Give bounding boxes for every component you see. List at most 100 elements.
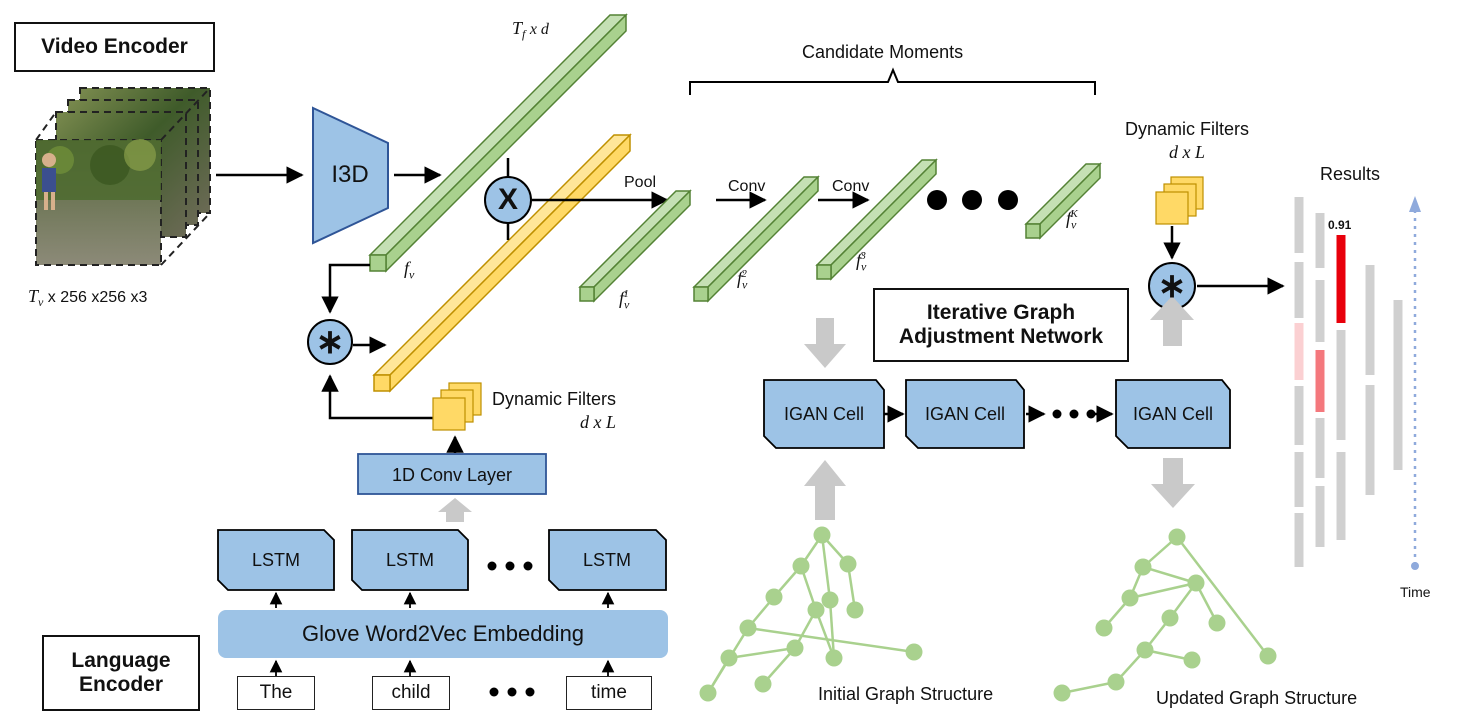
graph-node (1183, 651, 1201, 669)
graph-node (1259, 647, 1277, 665)
embedding-bar (218, 610, 668, 658)
conv-label-1: Conv (728, 178, 766, 195)
ellipsis-dot (1052, 409, 1062, 419)
fK-label: fvK (1066, 208, 1078, 232)
video-frames (35, 87, 211, 266)
conv1d-layer-box (357, 453, 547, 495)
graph-node (825, 649, 843, 667)
graph-node (1168, 528, 1186, 546)
result-bar (1294, 513, 1304, 567)
candidate-bar-2 (692, 175, 820, 303)
result-bar (1294, 452, 1304, 507)
i3d-block (312, 106, 389, 245)
ellipsis-dot (487, 561, 497, 571)
graph-node (786, 639, 804, 657)
candidate-moment-bars (578, 158, 1102, 303)
ellipsis-dot (507, 687, 517, 697)
ellipsis-dot (998, 190, 1018, 210)
word-token-3: time (566, 676, 652, 710)
graph-node (846, 601, 864, 619)
candidate-brace (689, 67, 1096, 95)
result-bar (1365, 265, 1375, 375)
result-bar (1315, 418, 1325, 478)
conv-op-label-left: ∗ (315, 323, 345, 361)
f3-label: fv3 (856, 250, 867, 274)
graph-node (1161, 609, 1179, 627)
conv-label-2: Conv (832, 178, 870, 195)
ellipsis-dot (525, 687, 535, 697)
graph-node (1136, 641, 1154, 659)
video-input-dims: Tv x 256 x256 x3 (28, 286, 148, 310)
lstm-cell-shapes (217, 529, 667, 591)
lstm-label-1: LSTM (251, 549, 300, 570)
candidate-moments-title: Candidate Moments (802, 42, 964, 62)
language-encoder-title: Language Encoder (42, 635, 200, 711)
lstm-label-2: LSTM (385, 549, 434, 570)
graph-node (792, 557, 810, 575)
dynamic-filters-stack-top (1155, 176, 1204, 225)
dynamic-filters-lang-label: Dynamic Filters d x L (492, 389, 617, 433)
igan-cell-shapes (763, 379, 1231, 449)
results-title: Results (1320, 164, 1381, 184)
graph-node (813, 526, 831, 544)
graph-edge (728, 646, 796, 660)
igan-cell-label-3: IGAN Cell (1132, 403, 1213, 424)
video-encoder-title: Video Encoder (14, 22, 215, 72)
conv-op-label-right: ∗ (1157, 267, 1187, 305)
multiply-op-label: X (497, 183, 518, 216)
graph-edge (1061, 680, 1117, 695)
graph-node (1053, 684, 1071, 702)
video-feature-bar (368, 13, 628, 273)
result-bar (1294, 323, 1304, 380)
ellipsis-dot (962, 190, 982, 210)
graph-edge (1176, 536, 1269, 657)
graph-node (839, 555, 857, 573)
dynamic-filters-top-label: Dynamic Filters d x L (1124, 119, 1249, 163)
i3d-label: I3D (331, 161, 369, 188)
candidate-bar-1 (578, 189, 692, 303)
multiply-op-circle (484, 176, 532, 224)
graph-edge (828, 599, 836, 659)
initial-graph (699, 526, 923, 702)
result-bar (1315, 350, 1325, 412)
result-bar (1294, 262, 1304, 318)
result-bar (1336, 452, 1346, 540)
updated-graph (1053, 528, 1277, 702)
result-score: 0.91 (1328, 218, 1352, 232)
graph-node (1208, 614, 1226, 632)
ellipsis-dot (927, 190, 947, 210)
candidate-bar-3 (815, 158, 938, 281)
gray-flow-arrows (438, 296, 1195, 522)
result-bar (1315, 486, 1325, 547)
graph-node (739, 619, 757, 637)
result-bar (1294, 386, 1304, 445)
result-bar (1315, 280, 1325, 342)
graph-edge (814, 609, 836, 659)
result-bar (1294, 197, 1304, 253)
conv-op-circle-left (307, 319, 353, 365)
dynamic-filters-stack-lang (432, 382, 482, 431)
igan-title: Iterative Graph Adjustment Network (873, 288, 1129, 362)
ellipsis-dot (1069, 409, 1079, 419)
graph-node (821, 591, 839, 609)
graph-node (1107, 673, 1125, 691)
result-bar (1336, 330, 1346, 440)
igan-cell-label-2: IGAN Cell (924, 403, 1005, 424)
time-axis-label: Time (1400, 584, 1431, 600)
word-token-1: The (237, 676, 315, 710)
ellipsis-dot (489, 687, 499, 697)
ellipsis-dot (523, 561, 533, 571)
feature-dims-label: Tf x d (512, 18, 549, 42)
candidate-bar-4 (1024, 162, 1102, 240)
graph-node (1134, 558, 1152, 576)
graph-edge (820, 534, 832, 601)
fv-label: fv (404, 258, 415, 282)
embedding-label: Glove Word2Vec Embedding (301, 621, 585, 646)
result-bar (1315, 213, 1325, 268)
conv1d-layer-label: 1D Conv Layer (391, 464, 513, 485)
updated-graph-label: Updated Graph Structure (1156, 688, 1358, 708)
graph-edge (1129, 581, 1197, 600)
graph-edge (1142, 565, 1197, 585)
